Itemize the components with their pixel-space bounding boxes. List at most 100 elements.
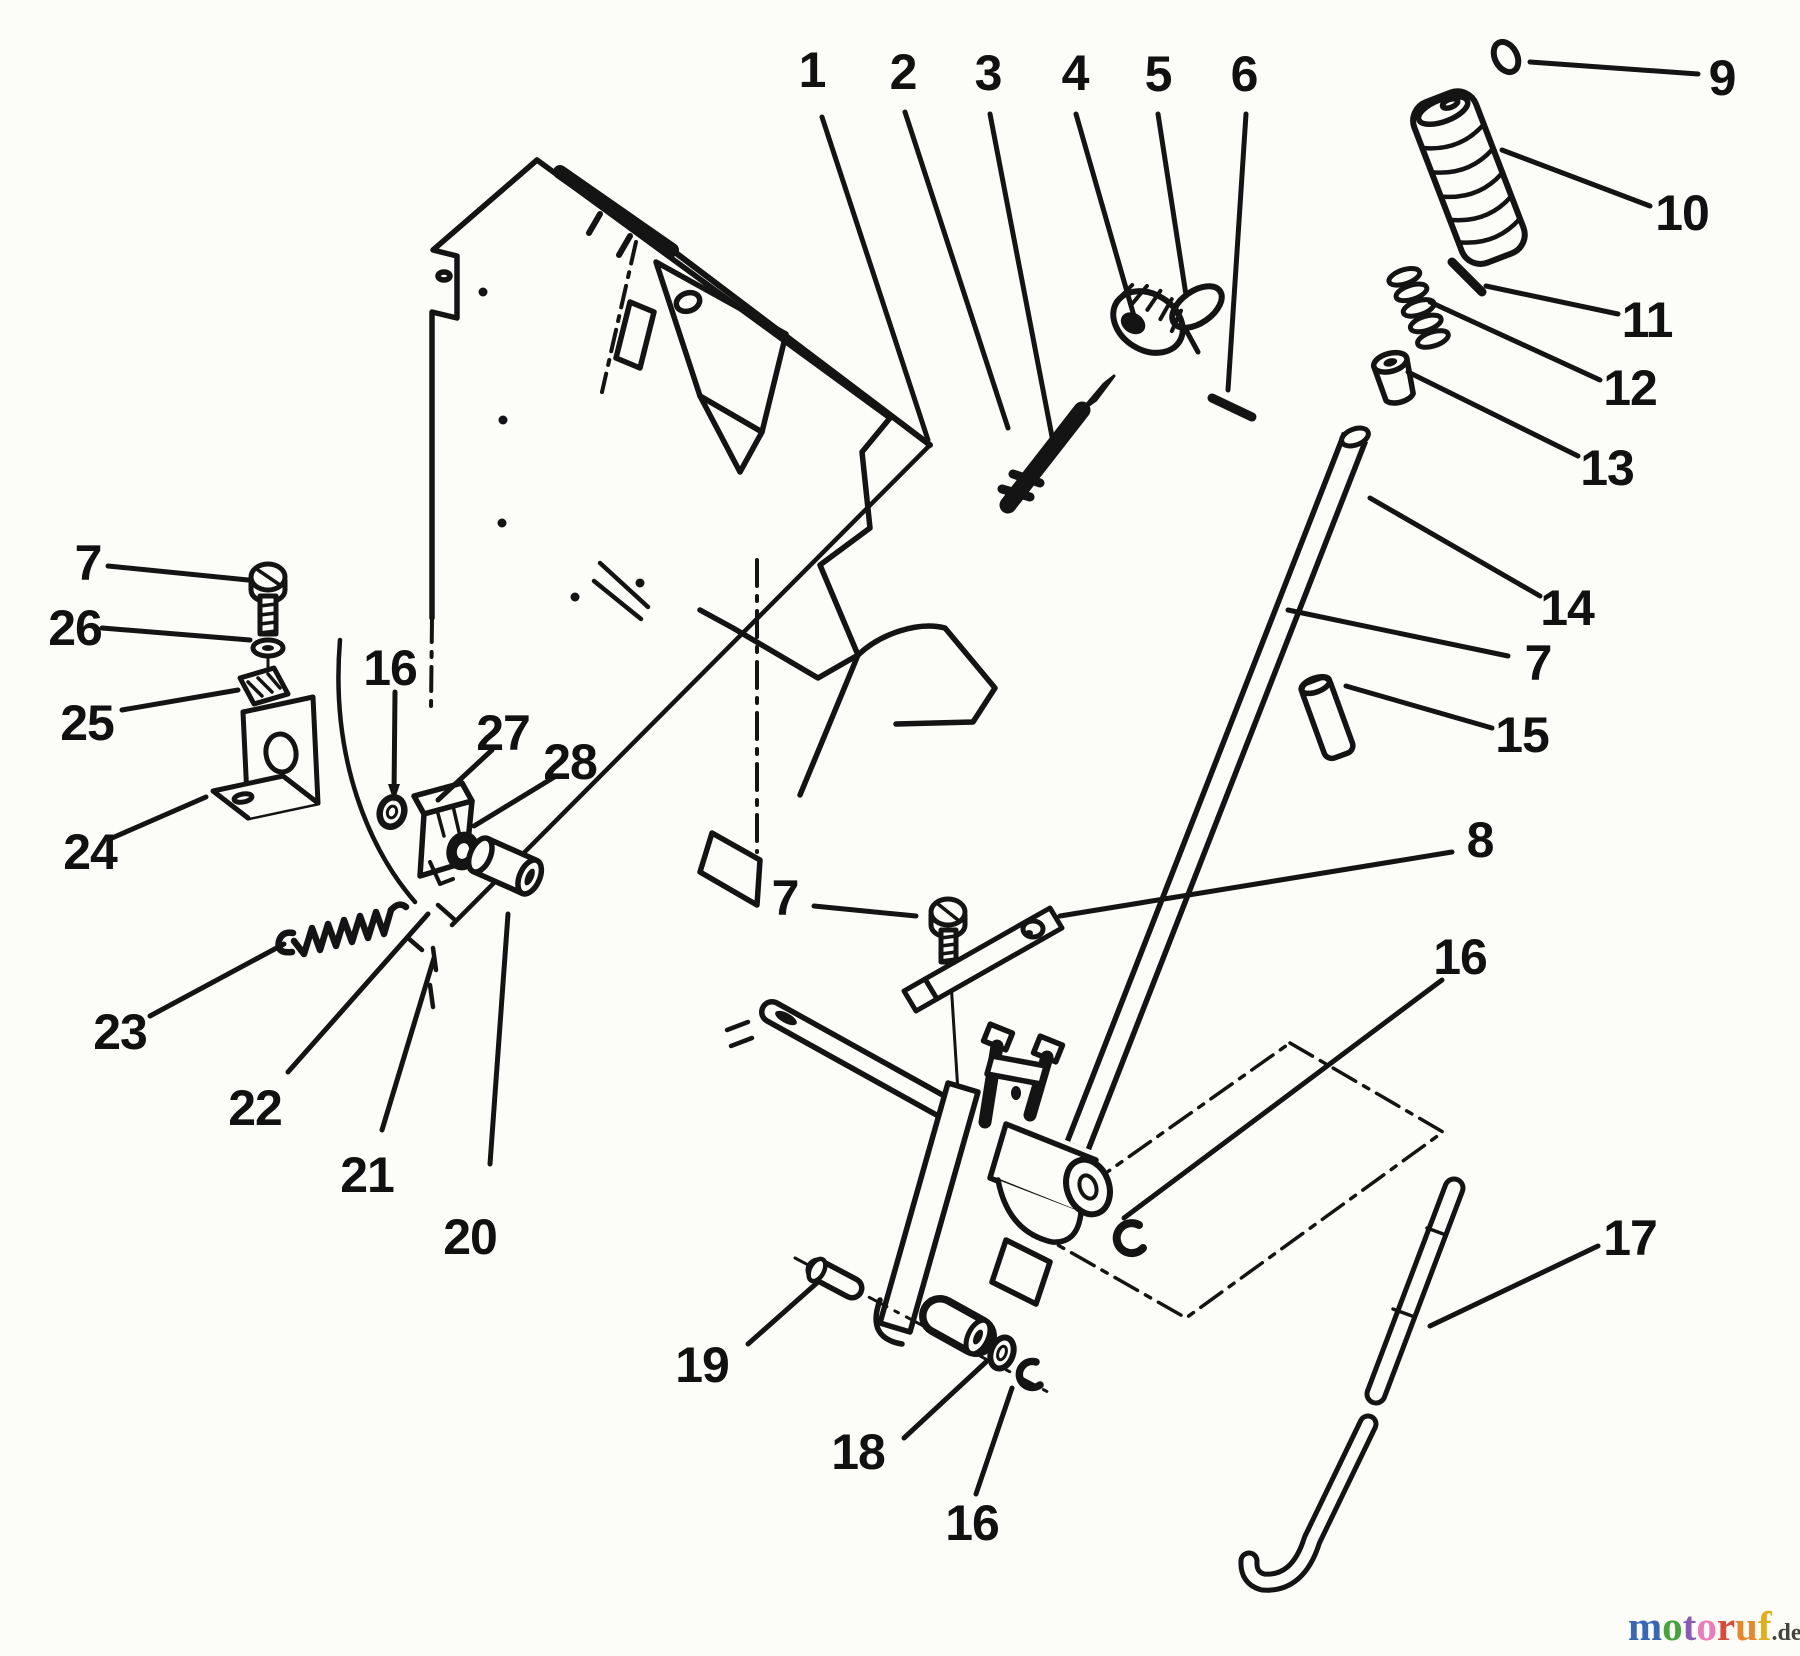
cable-inner-rod [449, 442, 933, 928]
pivot-assembly [873, 1021, 1147, 1347]
grip-part-10 [1410, 88, 1528, 267]
pin-part-11 [1447, 257, 1487, 297]
link-bar [759, 999, 958, 1121]
leader-7-right [1285, 607, 1511, 659]
leader-25 [119, 687, 241, 713]
leader-12 [1427, 299, 1603, 383]
callout-28: 28 [543, 734, 598, 790]
callout-8: 8 [1466, 812, 1495, 868]
bolt-part-7-center [928, 896, 968, 965]
callout-16-bottom: 16 [945, 1495, 1000, 1551]
callout-24: 24 [63, 824, 118, 880]
left-mount-cluster [210, 561, 321, 821]
watermark-motoruf: motoruf.de [1628, 1606, 1800, 1647]
pin-part-19 [805, 1256, 865, 1301]
lever-rod [1064, 425, 1371, 1151]
washer-part-16-left [376, 794, 408, 830]
leader-6 [1225, 111, 1249, 393]
leader-22 [285, 911, 431, 1075]
pivot-body [987, 1121, 1113, 1245]
leader-5 [1155, 111, 1189, 298]
leader-7-left [105, 563, 251, 583]
callout-11: 11 [1621, 292, 1674, 348]
leader-4 [1073, 111, 1141, 333]
callout-18: 18 [831, 1424, 886, 1480]
leader-10 [1499, 147, 1653, 209]
leader-16-left-arrow [388, 784, 400, 802]
control-wire [336, 637, 418, 905]
bushing-cluster [376, 780, 545, 897]
spring-part-12 [1386, 266, 1451, 350]
watermark-letter: u [1735, 1603, 1758, 1649]
callout-23: 23 [93, 1004, 148, 1060]
rod-part-17 [1238, 1176, 1466, 1593]
threaded-rod-part-3 [999, 401, 1091, 514]
pivot-plate [877, 1080, 981, 1335]
callout-10: 10 [1655, 185, 1710, 241]
callout-7-center: 7 [771, 870, 800, 926]
leader-16-bottom [973, 1385, 1015, 1497]
centerline-dashes [405, 902, 458, 1010]
callout-15: 15 [1495, 707, 1550, 763]
callout-6: 6 [1230, 46, 1259, 102]
watermark-letter: o [1696, 1603, 1717, 1649]
leader-27 [435, 747, 495, 803]
panel-outline-dashed [1026, 1041, 1445, 1320]
bushing-part-13 [1370, 349, 1416, 406]
watermark-letter: m [1628, 1603, 1663, 1649]
leader-17 [1427, 1243, 1601, 1329]
cap-part-9 [1490, 38, 1522, 76]
spacer-part-28 [465, 835, 545, 897]
lower-hardware [793, 1256, 1050, 1394]
callout-3: 3 [974, 45, 1003, 101]
callout-17: 17 [1603, 1210, 1658, 1266]
leader-16-right [1121, 977, 1445, 1221]
callout-14: 14 [1540, 580, 1595, 636]
watermark-suffix: .de [1771, 1620, 1800, 1646]
bracket-part-24 [210, 694, 321, 821]
e-ring-part-16-right [1112, 1219, 1147, 1258]
pivot-foot [989, 1237, 1053, 1307]
leader-26 [99, 625, 253, 643]
pivot-bolt-and-plate [901, 896, 1065, 1094]
bushing-part-18 [919, 1295, 997, 1357]
leader-24 [109, 794, 209, 841]
leader-20 [487, 911, 511, 1167]
callout-26: 26 [48, 600, 103, 656]
callout-20: 20 [443, 1209, 498, 1265]
callout-9: 9 [1708, 50, 1737, 106]
callout-13: 13 [1580, 440, 1635, 496]
callout-7-left: 7 [74, 535, 103, 591]
callout-22: 22 [228, 1080, 283, 1136]
callout-5: 5 [1144, 46, 1173, 102]
leader-1 [819, 114, 931, 443]
leader-2 [902, 109, 1011, 431]
watermark-letter: t [1682, 1603, 1697, 1649]
leader-14 [1367, 495, 1543, 599]
callout-25: 25 [60, 695, 115, 751]
washer-and-e-ring [987, 1334, 1044, 1392]
callout-27: 27 [476, 705, 531, 761]
sleeve-part-15 [1298, 673, 1356, 762]
callout-21: 21 [340, 1147, 395, 1203]
leader-13 [1405, 369, 1581, 459]
watermark-letter: r [1716, 1603, 1736, 1649]
rod-tip [1080, 374, 1116, 412]
callout-4: 4 [1061, 45, 1090, 101]
callout-16-right: 16 [1433, 929, 1488, 985]
leader-7-center [811, 903, 919, 919]
clevis [978, 1021, 1066, 1129]
e-ring-part-16-bottom [1015, 1357, 1044, 1392]
leader-21 [379, 955, 437, 1133]
callout-19: 19 [675, 1337, 730, 1393]
leader-15 [1343, 683, 1495, 731]
leader-23 [147, 941, 287, 1019]
leader-3 [987, 111, 1057, 450]
callout-12: 12 [1603, 360, 1658, 416]
callout-16-left: 16 [363, 640, 418, 696]
spring-part-23 [275, 901, 410, 958]
clip-part-25 [237, 665, 291, 707]
watermark-letter: o [1662, 1603, 1683, 1649]
